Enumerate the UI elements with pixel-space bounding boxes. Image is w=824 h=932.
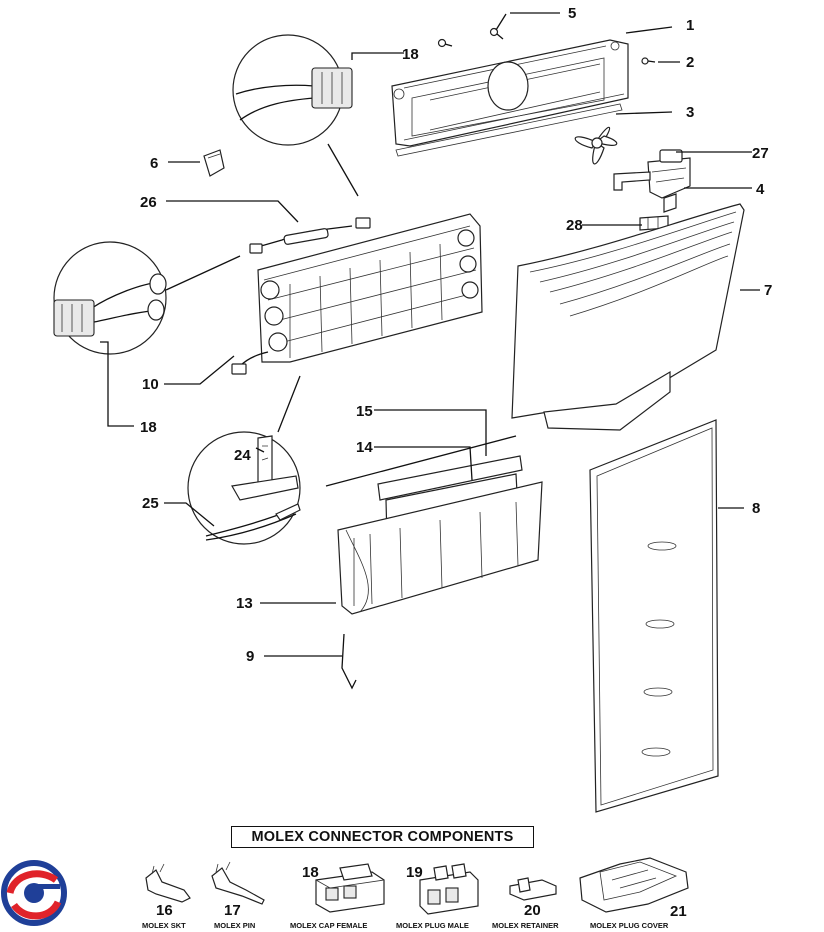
molex-socket-icon bbox=[145, 863, 191, 903]
callout-25: 25 bbox=[142, 495, 159, 512]
component-num-19: 19 bbox=[406, 864, 423, 881]
callout-13: 13 bbox=[236, 595, 253, 612]
evaporator-coil bbox=[257, 213, 483, 363]
component-label-17: MOLEX PIN bbox=[214, 921, 255, 930]
callout-10: 10 bbox=[142, 376, 159, 393]
components-title: MOLEX CONNECTOR COMPONENTS bbox=[231, 826, 534, 848]
callout-27: 27 bbox=[752, 145, 769, 162]
fan-cover-plate bbox=[391, 39, 629, 157]
brand-logo bbox=[1, 860, 67, 926]
callout-8: 8 bbox=[752, 500, 760, 517]
small-bracket bbox=[203, 149, 225, 177]
callout-18-left: 18 bbox=[140, 419, 157, 436]
callout-28: 28 bbox=[566, 217, 583, 234]
component-label-19: MOLEX PLUG MALE bbox=[396, 921, 469, 930]
callout-9: 9 bbox=[246, 648, 254, 665]
component-label-16: MOLEX SKT bbox=[142, 921, 186, 930]
callout-7: 7 bbox=[764, 282, 772, 299]
fan-blade bbox=[574, 126, 618, 165]
detail-connector-left bbox=[53, 241, 241, 355]
evaporator-panel bbox=[589, 419, 719, 813]
leader-lines bbox=[100, 12, 760, 657]
callout-18-top: 18 bbox=[402, 46, 419, 63]
callout-numbers: 1 2 3 5 18 6 26 27 4 28 7 10 18 15 14 24… bbox=[140, 5, 772, 665]
defrost-heater bbox=[249, 217, 371, 254]
callout-3: 3 bbox=[686, 104, 694, 121]
fan-motor bbox=[613, 149, 691, 213]
rod bbox=[325, 435, 517, 487]
molex-components: 16 MOLEX SKT 17 MOLEX PIN 18 MOLEX CAP F… bbox=[142, 857, 689, 930]
evaporator-cover bbox=[511, 203, 745, 431]
wire-clip bbox=[341, 633, 357, 690]
coil-connector bbox=[231, 351, 269, 375]
component-num-20: 20 bbox=[524, 902, 541, 919]
callout-4: 4 bbox=[756, 181, 765, 198]
small-screw-icon bbox=[641, 57, 656, 65]
drip-tray bbox=[337, 481, 543, 615]
molex-plug-cover-icon bbox=[579, 857, 689, 913]
callout-24: 24 bbox=[234, 447, 251, 464]
component-num-16: 16 bbox=[156, 902, 173, 919]
molex-pin-icon bbox=[211, 861, 265, 905]
component-label-21: MOLEX PLUG COVER bbox=[590, 921, 669, 930]
callout-15: 15 bbox=[356, 403, 373, 420]
callout-2: 2 bbox=[686, 54, 694, 71]
component-num-21: 21 bbox=[670, 903, 687, 920]
detail-connector-top bbox=[232, 34, 359, 197]
component-num-18: 18 bbox=[302, 864, 319, 881]
callout-6: 6 bbox=[150, 155, 158, 172]
callout-5: 5 bbox=[568, 5, 576, 22]
component-num-17: 17 bbox=[224, 902, 241, 919]
component-label-20: MOLEX RETAINER bbox=[492, 921, 559, 930]
callout-14: 14 bbox=[356, 439, 373, 456]
screw-icon bbox=[437, 27, 504, 48]
detail-thermostat bbox=[187, 375, 301, 545]
callout-1: 1 bbox=[686, 17, 694, 34]
molex-plug-male-icon bbox=[419, 863, 479, 915]
component-label-18: MOLEX CAP FEMALE bbox=[290, 921, 367, 930]
molex-retainer-icon bbox=[509, 877, 557, 901]
callout-26: 26 bbox=[140, 194, 157, 211]
molex-cap-female-icon bbox=[315, 863, 385, 913]
